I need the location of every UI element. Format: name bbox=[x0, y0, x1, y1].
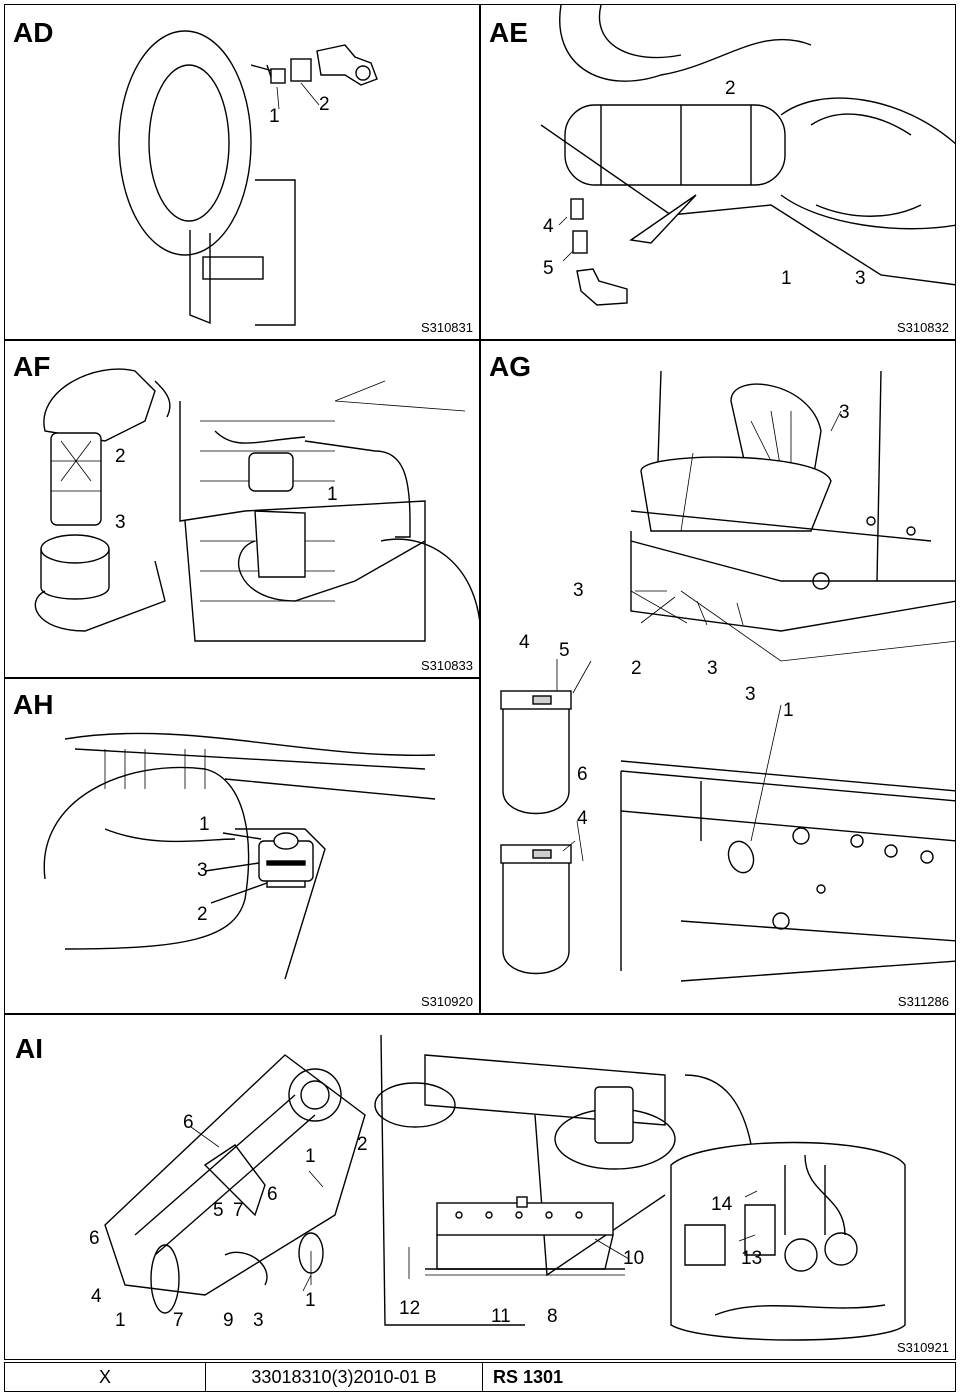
panel-ag: AG 3 3 4 5 2 3 3 1 6 4 S311286 bbox=[480, 340, 956, 1014]
callout: 3 bbox=[855, 268, 866, 289]
panel-label: AG bbox=[489, 351, 531, 382]
callout: 3 bbox=[707, 658, 718, 679]
figure-reference: S310921 bbox=[896, 1340, 949, 1355]
panel-label: AH bbox=[13, 689, 54, 720]
callout: 3 bbox=[115, 512, 126, 533]
callout: 12 bbox=[399, 1298, 421, 1319]
figure-reference: S310831 bbox=[420, 320, 473, 335]
callout: 5 bbox=[213, 1200, 224, 1221]
figure-reference: S310832 bbox=[896, 320, 949, 335]
callout: 2 bbox=[197, 904, 208, 925]
callout: 7 bbox=[173, 1310, 184, 1331]
footer-model: RS 1301 bbox=[493, 1367, 564, 1387]
callout: 1 bbox=[781, 268, 792, 289]
figure-reference: S310833 bbox=[420, 658, 473, 673]
panel-ae: AE 2 4 5 1 3 S310832 bbox=[480, 4, 956, 340]
callout: 6 bbox=[577, 764, 588, 785]
callout: 3 bbox=[573, 580, 584, 601]
callout: 8 bbox=[547, 1306, 558, 1327]
footer-section: X bbox=[5, 1363, 206, 1391]
callout: 5 bbox=[543, 258, 554, 279]
callout: 2 bbox=[725, 78, 736, 99]
callout: 7 bbox=[233, 1200, 244, 1221]
callout: 1 bbox=[269, 106, 280, 127]
callout: 4 bbox=[91, 1286, 102, 1307]
callout: 1 bbox=[783, 700, 794, 721]
figure-reference: S310920 bbox=[420, 994, 473, 1009]
callout: 6 bbox=[267, 1184, 278, 1205]
callout: 14 bbox=[711, 1194, 733, 1215]
callout: 1 bbox=[327, 484, 338, 505]
callout: 6 bbox=[89, 1228, 100, 1249]
panel-label: AF bbox=[13, 351, 51, 382]
callout: 1 bbox=[115, 1310, 126, 1331]
callout: 9 bbox=[223, 1310, 234, 1331]
callout: 2 bbox=[357, 1134, 368, 1155]
callout: 4 bbox=[519, 632, 530, 653]
figure-reference: S311286 bbox=[897, 994, 949, 1009]
panel-label: AD bbox=[13, 17, 54, 48]
panel-ai: AI 6 1 2 5 7 6 6 4 1 bbox=[4, 1014, 956, 1360]
callout: 1 bbox=[305, 1290, 316, 1311]
panel-ad: AD 1 2 S310831 bbox=[4, 4, 480, 340]
callout: 13 bbox=[741, 1248, 763, 1269]
callout: 4 bbox=[543, 216, 554, 237]
ad-illustration bbox=[118, 30, 378, 326]
callout: 6 bbox=[183, 1112, 194, 1133]
callout: 3 bbox=[197, 860, 208, 881]
callout: 2 bbox=[631, 658, 642, 679]
callout: 10 bbox=[623, 1248, 645, 1269]
callout: 2 bbox=[115, 446, 126, 467]
panel-label: AE bbox=[489, 17, 528, 48]
panel-label: AI bbox=[15, 1033, 43, 1064]
ae-illustration bbox=[540, 5, 955, 306]
callout: 3 bbox=[745, 684, 756, 705]
callout: 1 bbox=[199, 814, 210, 835]
footer-document-code: 33018310(3)2010-01 B bbox=[206, 1363, 483, 1391]
panel-af: AF 2 1 3 S310833 bbox=[4, 340, 480, 678]
ai-illustration bbox=[104, 1034, 906, 1341]
callout: 11 bbox=[491, 1306, 511, 1327]
footer-table: X 33018310(3)2010-01 B RS 1301 bbox=[4, 1362, 956, 1392]
callout: 2 bbox=[319, 94, 330, 115]
panel-ah: AH 1 3 2 S310920 bbox=[4, 678, 480, 1014]
callout: 1 bbox=[305, 1146, 316, 1167]
callout: 5 bbox=[559, 640, 570, 661]
ah-illustration bbox=[43, 732, 436, 980]
callout: 4 bbox=[577, 808, 588, 829]
callout: 3 bbox=[839, 402, 850, 423]
callout: 3 bbox=[253, 1310, 264, 1331]
ag-illustration bbox=[500, 370, 955, 982]
af-illustration bbox=[34, 368, 479, 642]
